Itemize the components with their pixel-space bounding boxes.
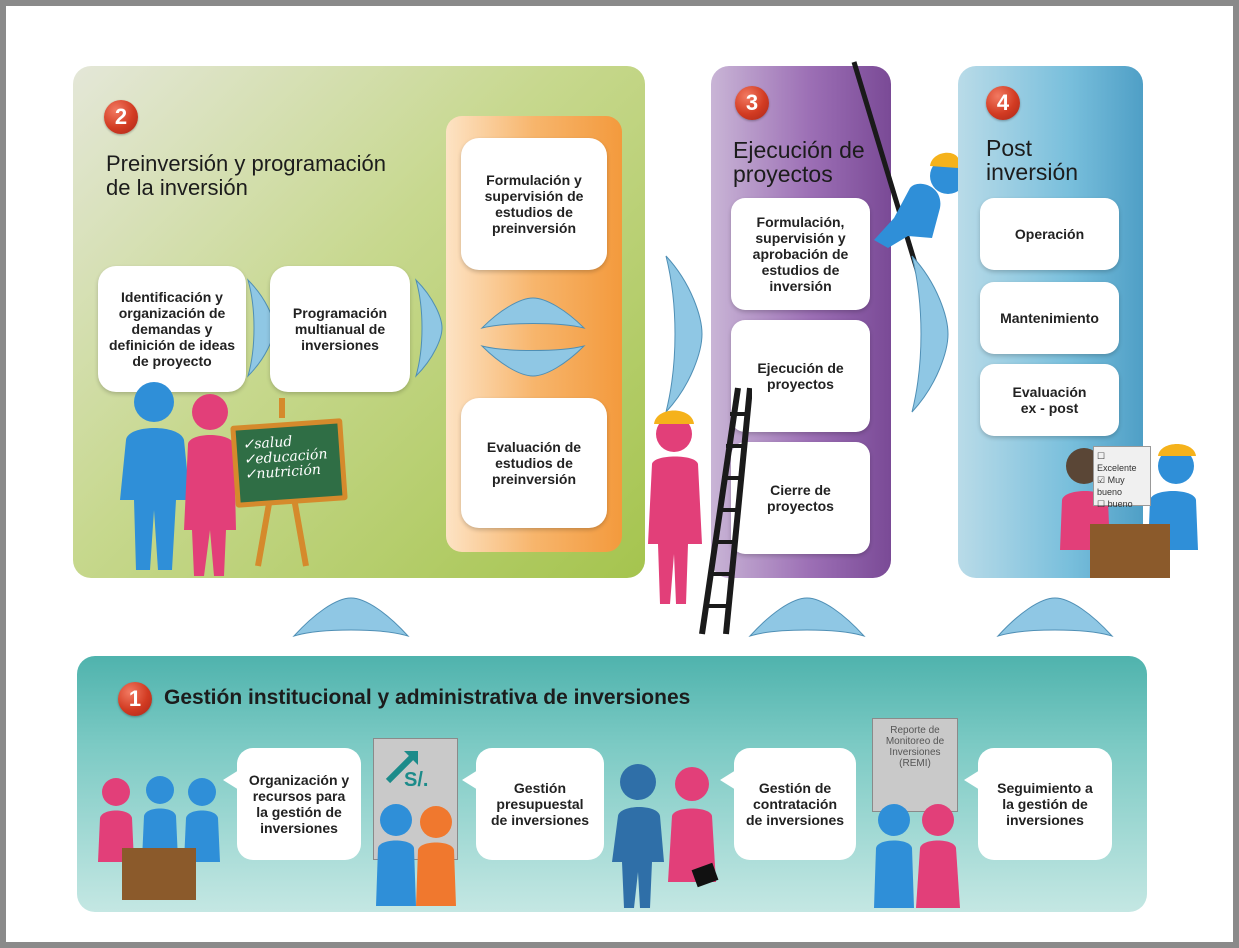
box-cierre-proyectos: Cierre de proyectos [731,442,870,554]
ladder-worker-illustration [648,387,752,635]
arrow-right-icon [246,278,275,378]
bubble-organizacion: Organización y recursos para la gestión … [223,748,361,860]
box-ejecucion-proyectos: Ejecución de proyectos [731,320,870,432]
remi-poster: Reporte de Monitoreo de Inversiones (REM… [872,718,958,812]
box-operacion: Operación [980,198,1119,270]
people-illustration [120,382,236,576]
box-formulacion-preinversion: Formulación y supervisión de estudios de… [461,138,607,270]
chalkboard: ✓salud ✓educación ✓nutrición [230,418,348,508]
bubble-contratacion: Gestión de contratación de inversiones [720,748,856,860]
bubble-presupuestal: Gestión presupuestal de inversiones [462,748,604,860]
meeting-illustration [98,776,220,900]
arrow-up-icon [292,597,410,638]
arrow-up-icon [748,597,866,638]
trend-arrow-icon [385,751,418,784]
contract-people-illustration [612,764,719,908]
arrow-right-icon [665,255,703,413]
box-mantenimiento: Mantenimiento [980,282,1119,354]
stage1-title: Gestión institucional y administrativa d… [164,686,691,709]
box-identificacion: Identificación y organización de demanda… [98,266,246,392]
monitoring-people-illustration [874,804,960,908]
stage1-number-badge: 1 [118,682,152,716]
stage3-number-badge: 3 [735,86,769,120]
box-evaluacion-preinversion: Evaluación de estudios de preinversión [461,398,607,528]
budget-poster: S/. [373,738,458,860]
bubble-seguimiento: Seguimiento a la gestión de inversiones [964,748,1112,860]
arrow-up-icon [996,597,1114,638]
stage4-title: Post inversión [986,135,1079,185]
budget-people-illustration [376,804,456,906]
stage2-number-badge: 2 [104,100,138,134]
stage3-title: Ejecución de proyectos [733,137,865,187]
arrow-up-icon [480,297,586,329]
stage4-number-badge: 4 [986,86,1020,120]
easel-icon [255,398,309,567]
arrow-right-icon [414,278,443,378]
box-evaluacion-expost: Evaluación ex - post [980,364,1119,436]
survey-card: ☐ Excelente ☑ Muy bueno ☐ bueno [1093,446,1151,509]
climbing-worker-illustration [851,61,958,307]
arrow-down-icon [480,345,586,377]
stage2-title: Preinversión y programación de la invers… [106,151,387,200]
box-programacion: Programación multianual de inversiones [270,266,410,392]
box-formulacion-inversion: Formulación, supervisión y aprobación de… [731,198,870,310]
soles-label: S/. [404,769,429,791]
arrow-right-icon [911,255,949,413]
